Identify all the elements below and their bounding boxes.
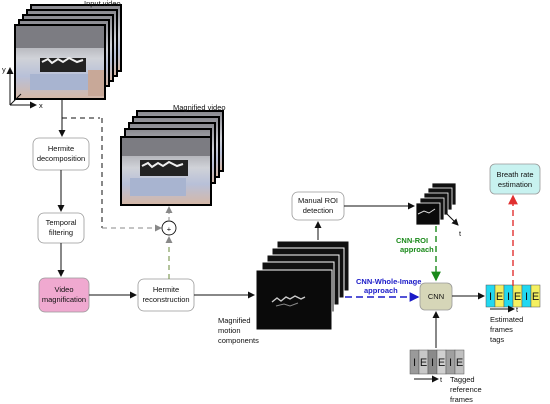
svg-text:estimation: estimation [498, 180, 532, 189]
reference-cell-3: E [436, 349, 447, 375]
roi-t-axis [445, 212, 459, 226]
hermite-reconstruction-box: Hermite reconstruction [137, 278, 195, 312]
cnn-whole-label-line2: approach [364, 286, 398, 295]
reference-cell-0: I [409, 349, 420, 375]
estimated-label-line1: Estimated [490, 315, 523, 324]
roi-t-label: t [459, 229, 462, 238]
svg-text:reconstruction: reconstruction [142, 295, 189, 304]
reference-tag-3: E [438, 357, 445, 369]
magnified-video-label: Magnified video [173, 103, 226, 112]
input-axes [6, 67, 37, 109]
roi-stack [415, 182, 457, 226]
input-video-stack [14, 4, 122, 100]
svg-text:Hermite: Hermite [153, 285, 179, 294]
estimated-cell-1: E [494, 284, 505, 308]
breath-rate-box: Breath rate estimation [489, 163, 541, 195]
motion-components-stack [255, 240, 350, 331]
estimated-label-line2: frames [490, 325, 513, 334]
svg-text:Video: Video [54, 285, 73, 294]
reference-tag-1: E [420, 357, 427, 369]
estimated-tag-5: E [532, 291, 539, 303]
reference-label-line2: reference [450, 385, 482, 394]
video-magnification-box: Video magnification [38, 277, 90, 313]
estimated-cell-3: E [512, 284, 523, 308]
cnn-whole-label-line1: CNN-Whole-Image [356, 277, 421, 286]
hermite-decomposition-box: Hermite decomposition [32, 137, 90, 171]
reference-tag-2: I [431, 357, 434, 369]
reference-label-line3: frames [450, 395, 473, 404]
motion-label-line3: components [218, 336, 259, 345]
temporal-filtering-box: Temporal filtering [37, 212, 85, 244]
motion-label-line2: motion [218, 326, 241, 335]
estimated-tag-3: E [514, 291, 521, 303]
reference-cell-5: E [454, 349, 465, 375]
manual-roi-box: Manual ROI detection [291, 191, 345, 221]
svg-text:CNN: CNN [428, 292, 444, 301]
svg-text:Manual ROI: Manual ROI [298, 196, 338, 205]
cnn-roi-label-line1: CNN-ROI [396, 236, 428, 245]
svg-text:Breath rate: Breath rate [496, 170, 533, 179]
motion-label-line1: Magnified [218, 316, 251, 325]
reference-label-line1: Tagged [450, 375, 475, 384]
estimated-cell-5: E [530, 284, 541, 308]
estimated-cell-2: I [503, 284, 514, 308]
cnn-roi-label-line2: approach [400, 245, 434, 254]
estimated-tag-2: I [507, 291, 510, 303]
svg-text:magnification: magnification [42, 295, 86, 304]
estimated-cell-0: I [485, 284, 496, 308]
estimated-cell-4: I [521, 284, 532, 308]
estimated-tag-4: I [525, 291, 528, 303]
estimated-label-line3: tags [490, 335, 504, 344]
axis-y-label: y [2, 65, 6, 74]
axis-x-label: x [39, 101, 43, 110]
svg-text:Temporal: Temporal [46, 218, 77, 227]
reference-cell-1: E [418, 349, 429, 375]
svg-text:detection: detection [303, 206, 333, 215]
magnified-video-stack [120, 110, 224, 206]
sum-node: + [161, 220, 177, 236]
estimated-tag-0: I [489, 291, 492, 303]
svg-text:decomposition: decomposition [37, 154, 85, 163]
svg-text:Hermite: Hermite [48, 144, 74, 153]
estimated-tag-1: E [496, 291, 503, 303]
reference-tag-5: E [456, 357, 463, 369]
reference-t-label: t [440, 375, 443, 384]
reference-cell-2: I [427, 349, 438, 375]
svg-text:filtering: filtering [49, 228, 73, 237]
estimated-t-label: t [516, 305, 519, 314]
reference-cell-4: I [445, 349, 456, 375]
cnn-box: CNN [419, 282, 453, 311]
input-video-label: Input video [84, 0, 121, 8]
svg-text:+: + [167, 225, 172, 234]
reference-tag-0: I [413, 357, 416, 369]
reference-tag-4: I [449, 357, 452, 369]
